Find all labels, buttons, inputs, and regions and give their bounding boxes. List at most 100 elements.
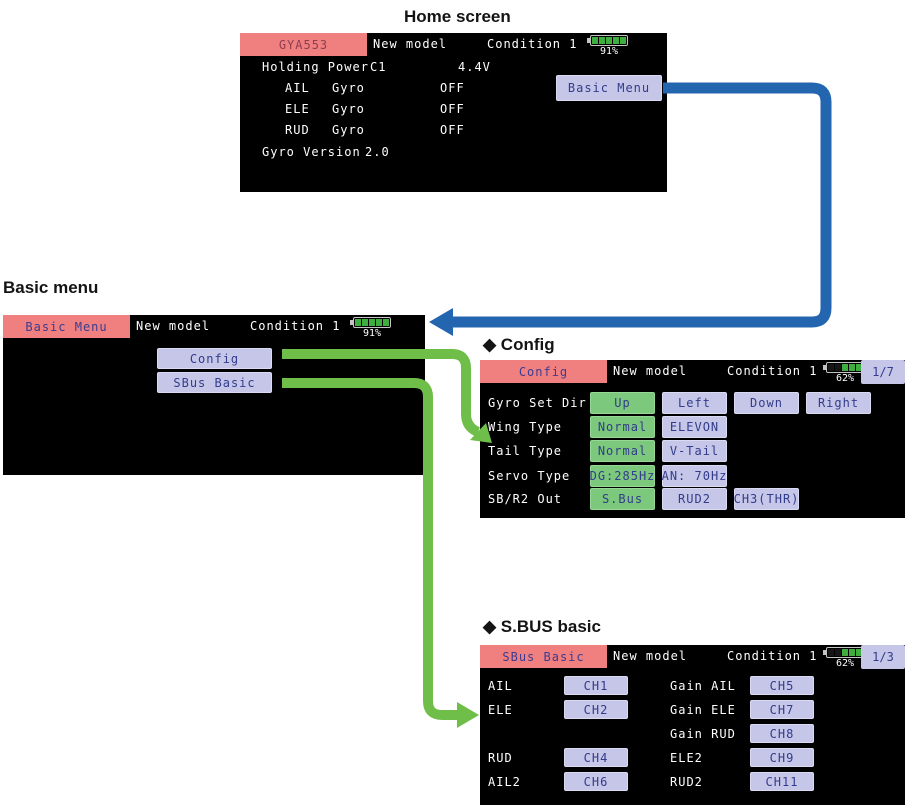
config-row-label: Wing Type <box>488 420 563 434</box>
condition-label: Condition 1 <box>250 319 341 333</box>
sbus-row-label-gain-rud: Gain RUD <box>670 727 736 741</box>
condition-label: Condition 1 <box>727 649 818 663</box>
battery-percent: 91% <box>362 328 382 339</box>
ele-channel-button[interactable]: CH2 <box>564 700 628 719</box>
sbus-row-label-gain-ail: Gain AIL <box>670 679 736 693</box>
tail-type-normal-button[interactable]: Normal <box>590 440 655 462</box>
sbus-row-label-ele2: ELE2 <box>670 751 703 765</box>
servo-type-an-button[interactable]: AN: 70Hz <box>662 465 727 487</box>
battery-icon <box>350 317 391 328</box>
sbus-row-label-rud: RUD <box>488 751 513 765</box>
gyro-version-label: Gyro Version <box>262 145 361 159</box>
gyro-label: Gyro <box>332 81 365 95</box>
sbr2-out-rud2-button[interactable]: RUD2 <box>662 488 727 510</box>
gyro-value-ele: OFF <box>440 102 465 116</box>
home-screen-heading: Home screen <box>404 7 511 26</box>
ail-channel-button[interactable]: CH1 <box>564 676 628 695</box>
holding-power-channel: C1 <box>370 60 387 74</box>
battery-icon <box>823 647 864 658</box>
basic-menu-button[interactable]: Basic Menu <box>556 75 662 101</box>
battery-cell <box>835 649 841 656</box>
battery-icon <box>587 35 628 46</box>
config-heading: ◆ Config <box>483 335 555 354</box>
sbus-row-label-ele: ELE <box>488 703 513 717</box>
gain-rud-channel-button[interactable]: CH8 <box>750 724 814 743</box>
model-name-label: New model <box>373 37 448 51</box>
basic-menu-heading: Basic menu <box>3 278 99 297</box>
battery-percent: 91% <box>599 46 619 57</box>
battery-cell <box>842 364 848 371</box>
battery-cell <box>613 37 619 44</box>
battery-cell <box>620 37 626 44</box>
sbus-row-label-rud2: RUD2 <box>670 775 703 789</box>
home-screen-tab: GYA553 <box>240 33 367 56</box>
holding-power-voltage: 4.4V <box>458 60 491 74</box>
ail2-channel-button[interactable]: CH6 <box>564 772 628 791</box>
battery-cell <box>376 319 382 326</box>
config-tab: Config <box>480 360 607 383</box>
model-name-label: New model <box>613 364 688 378</box>
rud2-channel-button[interactable]: CH11 <box>750 772 814 791</box>
battery-cell <box>849 364 855 371</box>
config-row-label: Gyro Set Dir <box>488 396 587 410</box>
servo-type-dg-button[interactable]: DG:285Hz <box>590 465 655 487</box>
sbus-row-label-gain-ele: Gain ELE <box>670 703 736 717</box>
config-panel: Config New model Condition 1 62% 1/7 Gyr… <box>480 360 905 518</box>
gain-ail-channel-button[interactable]: CH5 <box>750 676 814 695</box>
battery-cell <box>369 319 375 326</box>
gyro-set-dir-down-button[interactable]: Down <box>734 392 799 414</box>
gyro-set-dir-right-button[interactable]: Right <box>806 392 871 414</box>
gyro-set-dir-left-button[interactable]: Left <box>662 392 727 414</box>
holding-power-label: Holding Power <box>262 60 369 74</box>
battery-cell <box>835 364 841 371</box>
battery-percent: 62% <box>835 373 855 384</box>
battery-cell <box>828 649 834 656</box>
battery-cell <box>599 37 605 44</box>
gain-ele-channel-button[interactable]: CH7 <box>750 700 814 719</box>
battery-cell <box>362 319 368 326</box>
sbr2-out-sbus-button[interactable]: S.Bus <box>590 488 655 510</box>
battery-cell <box>849 649 855 656</box>
axis-label-rud: RUD <box>285 123 310 137</box>
page-indicator[interactable]: 1/7 <box>861 360 905 384</box>
rud-channel-button[interactable]: CH4 <box>564 748 628 767</box>
tail-type-vtail-button[interactable]: V-Tail <box>662 440 727 462</box>
wing-type-elevon-button[interactable]: ELEVON <box>662 416 727 438</box>
basic-menu-panel: Basic Menu New model Condition 1 91% Con… <box>3 315 425 475</box>
sbr2-out-ch3thr-button[interactable]: CH3(THR) <box>734 488 799 510</box>
battery-cell <box>842 649 848 656</box>
gyro-value-rud: OFF <box>440 123 465 137</box>
battery-cell <box>606 37 612 44</box>
sbus-heading: ◆ S.BUS basic <box>483 617 601 636</box>
model-name-label: New model <box>613 649 688 663</box>
basic-menu-tab: Basic Menu <box>3 315 130 338</box>
battery-percent: 62% <box>835 658 855 669</box>
sbus-row-label-ail2: AIL2 <box>488 775 521 789</box>
battery-cell <box>355 319 361 326</box>
sbus-basic-menu-button[interactable]: SBus Basic <box>157 372 272 393</box>
battery-cell <box>856 364 862 371</box>
condition-label: Condition 1 <box>727 364 818 378</box>
sbus-basic-panel: SBus Basic New model Condition 1 62% 1/3… <box>480 645 905 805</box>
axis-label-ele: ELE <box>285 102 310 116</box>
page-indicator[interactable]: 1/3 <box>861 645 905 669</box>
battery-cell <box>856 649 862 656</box>
wing-type-normal-button[interactable]: Normal <box>590 416 655 438</box>
model-name-label: New model <box>136 319 211 333</box>
battery-cell <box>383 319 389 326</box>
axis-label-ail: AIL <box>285 81 310 95</box>
config-row-label: SB/R2 Out <box>488 492 563 506</box>
battery-cell <box>592 37 598 44</box>
config-menu-button[interactable]: Config <box>157 348 272 369</box>
sbus-row-label-ail: AIL <box>488 679 513 693</box>
gyro-version-value: 2.0 <box>365 145 390 159</box>
ele2-channel-button[interactable]: CH9 <box>750 748 814 767</box>
gyro-value-ail: OFF <box>440 81 465 95</box>
gyro-label: Gyro <box>332 123 365 137</box>
home-screen-panel: GYA553 New model Condition 1 91% Holding… <box>240 33 667 192</box>
config-row-label: Servo Type <box>488 469 571 483</box>
gyro-set-dir-up-button[interactable]: Up <box>590 392 655 414</box>
config-row-label: Tail Type <box>488 444 563 458</box>
battery-icon <box>823 362 864 373</box>
